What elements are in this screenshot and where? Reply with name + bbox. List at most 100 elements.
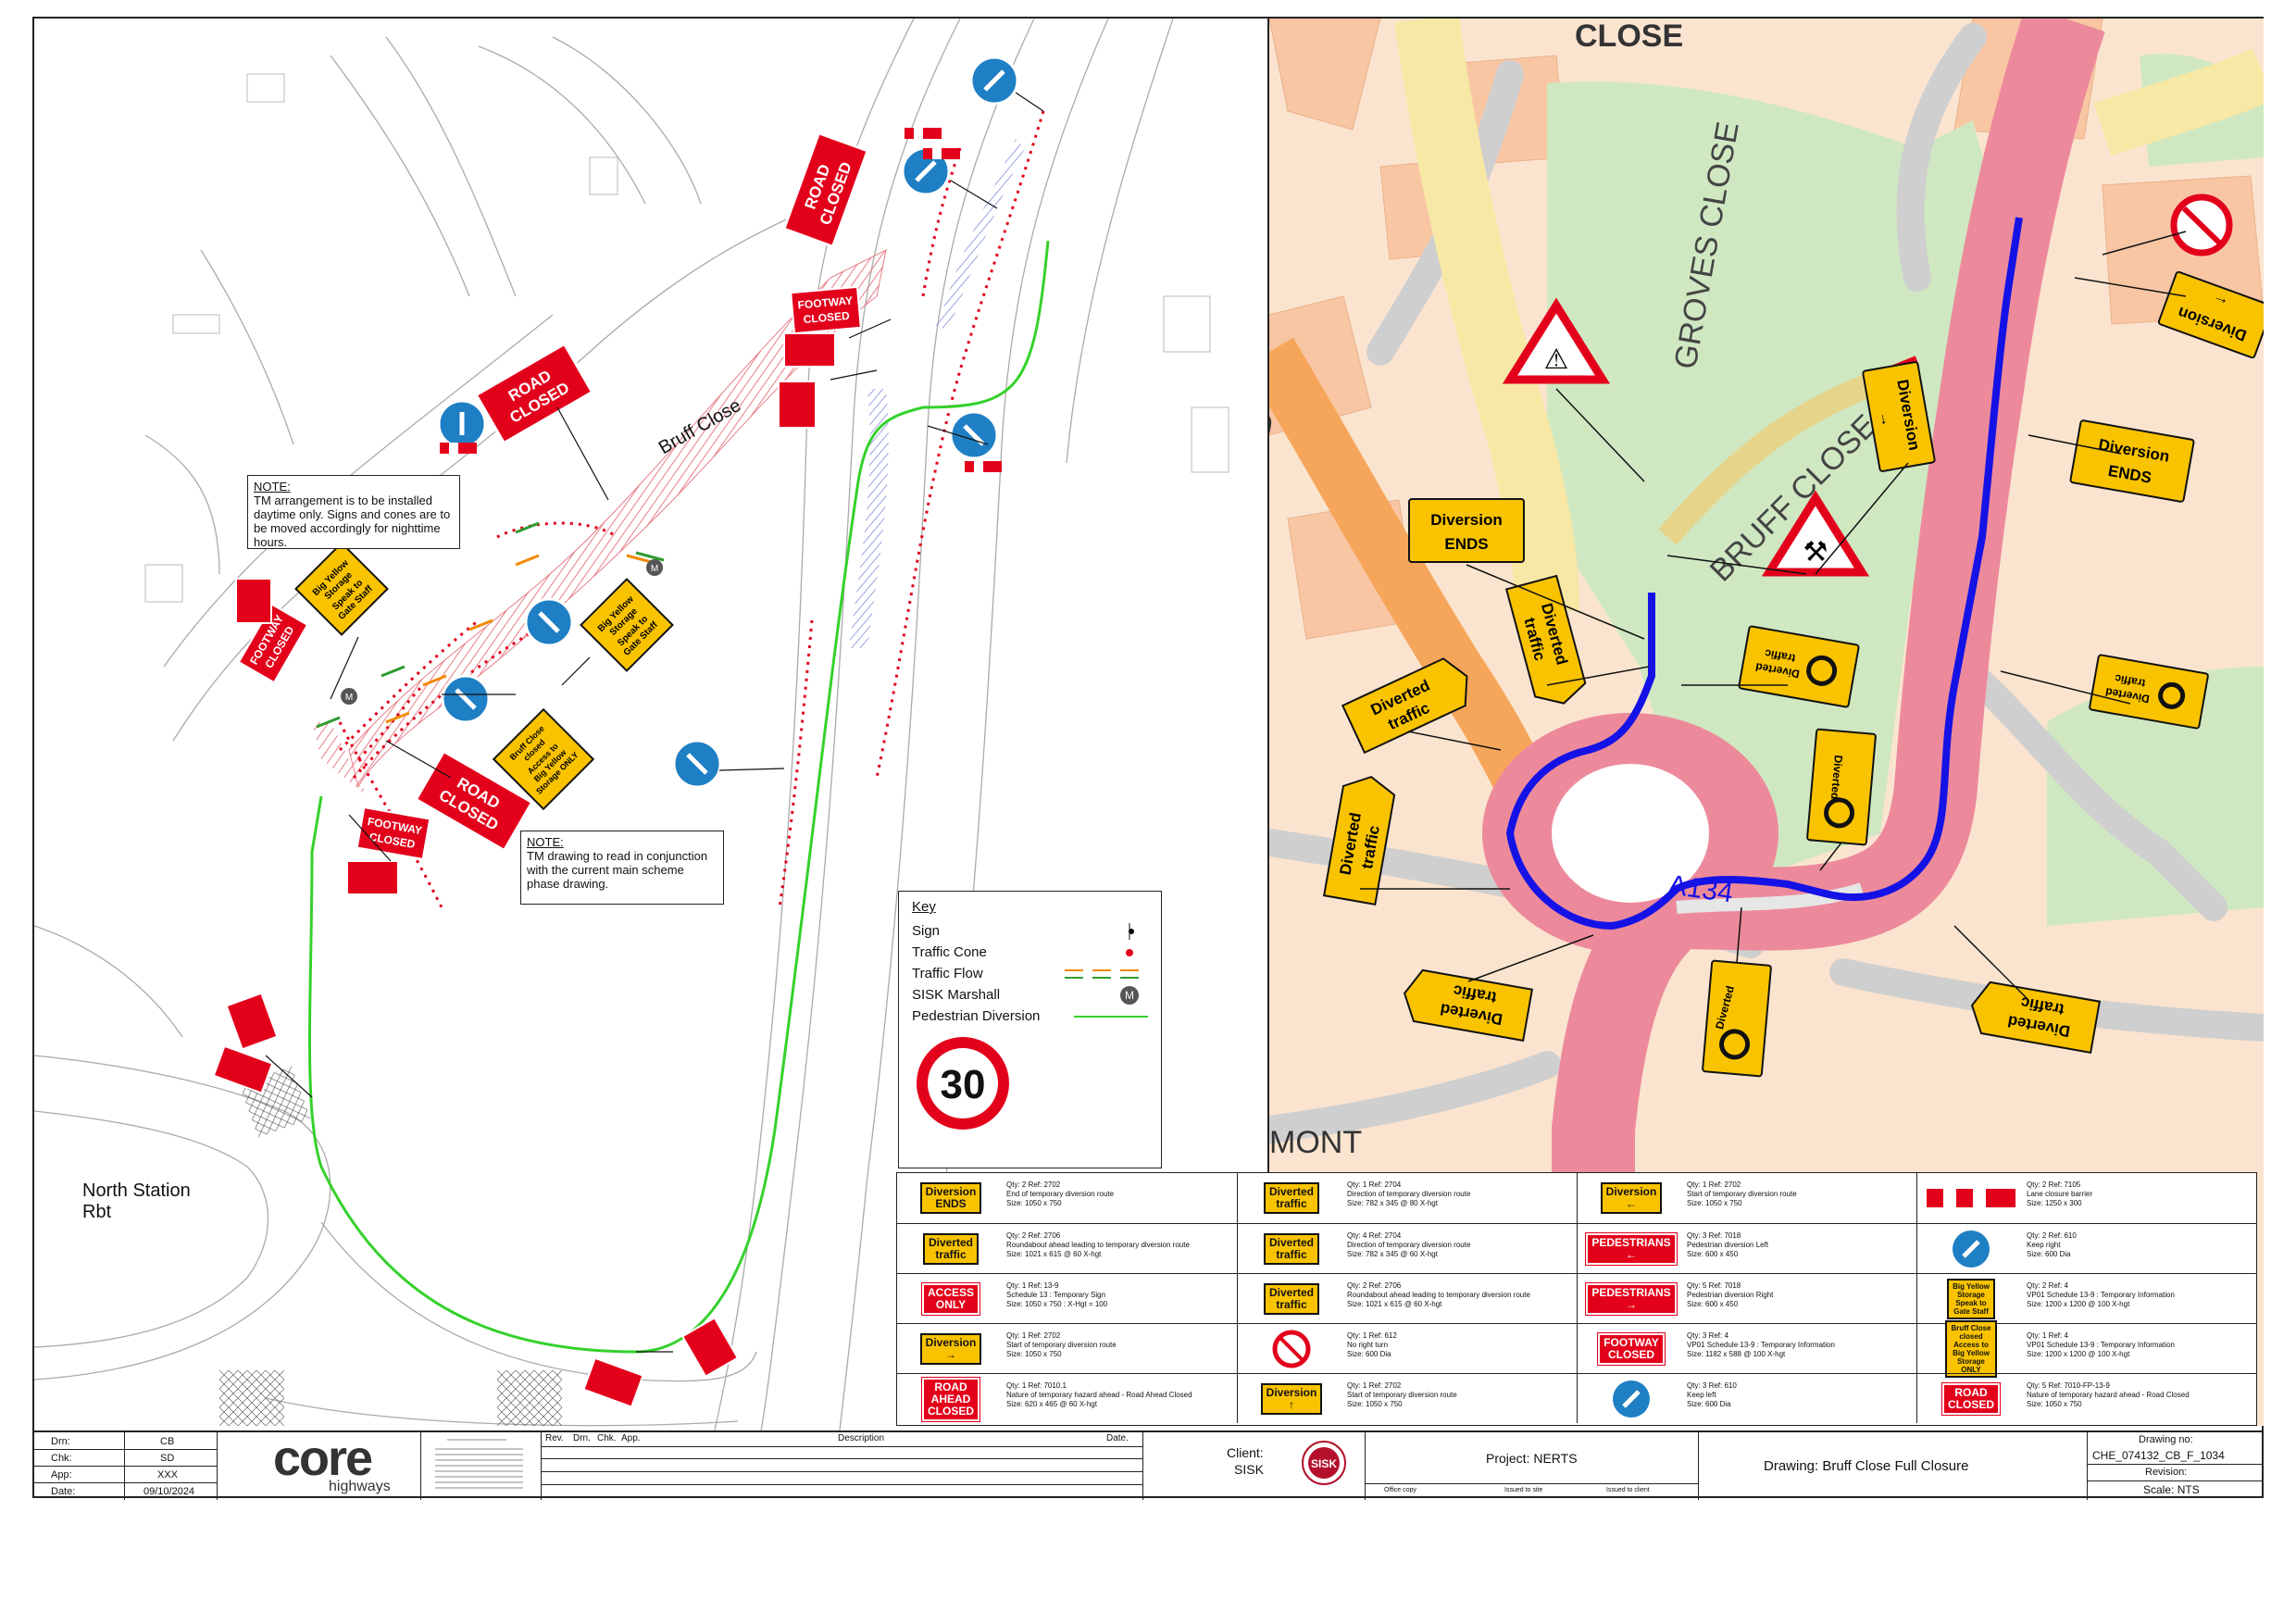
warning-triangle-sign: ⚠ ⚒ bbox=[1502, 297, 1870, 577]
svg-text:M: M bbox=[651, 564, 658, 574]
speed-limit-30-sign: 30 bbox=[917, 1037, 1009, 1130]
svg-text:←: ← bbox=[2210, 292, 2230, 314]
roundabout-diverted-sign: Diverted bbox=[1806, 728, 1877, 846]
note-daytime: NOTE: TM arrangement is to be installed … bbox=[247, 475, 460, 549]
svg-text:M: M bbox=[1125, 989, 1134, 1002]
legend-sign-icon bbox=[1587, 1380, 1676, 1418]
legend-description: Qty: 1 Ref: 612 No right turn Size: 600 … bbox=[1347, 1331, 1397, 1358]
legend-description: Qty: 1 Ref: 13-9 Schedule 13 : Temporary… bbox=[1006, 1281, 1108, 1308]
legend-description: Qty: 1 Ref: 2702 Start of temporary dive… bbox=[1006, 1331, 1117, 1358]
legend-sign-icon: PEDESTRIANS ← bbox=[1585, 1230, 1678, 1268]
legend-sign-icon: Diversion → bbox=[906, 1330, 995, 1368]
big-yellow-storage-sign: Big Yellow Storage Speak to Gate Staff bbox=[580, 578, 674, 672]
legend-description: Qty: 2 Ref: 2702 End of temporary divers… bbox=[1006, 1181, 1115, 1207]
title-block: Drn: Chk: App: Date: CB SD XXX 09/10/202… bbox=[32, 1430, 2264, 1500]
legend-entry: PEDESTRIANS ← Qty: 3 Ref: 7018 Pedestrian… bbox=[1577, 1223, 1916, 1273]
tb-values: CB SD XXX 09/10/2024 bbox=[125, 1432, 218, 1500]
legend-description: Qty: 1 Ref: 2704 Direction of temporary … bbox=[1347, 1181, 1471, 1207]
legend-description: Qty: 1 Ref: 2702 Start of temporary dive… bbox=[1347, 1381, 1457, 1408]
svg-text:D: D bbox=[1269, 408, 1280, 437]
svg-text:traffic: traffic bbox=[1764, 646, 1797, 665]
svg-text:ENDS: ENDS bbox=[1444, 535, 1488, 553]
legend-sign-icon: Diverted traffic bbox=[1247, 1179, 1336, 1218]
project-block: Project: NERTS Office copy Issued to sit… bbox=[1366, 1432, 1699, 1500]
legend-entry: PEDESTRIANS → Qty: 5 Ref: 7018 Pedestrian… bbox=[1577, 1273, 1916, 1323]
legend-description: Qty: 1 Ref: 7010.1 Nature of temporary h… bbox=[1006, 1381, 1192, 1408]
legend-entry: Diverted traffic Qty: 4 Ref: 2704 Directi… bbox=[1237, 1223, 1577, 1273]
svg-text:SISK: SISK bbox=[1311, 1457, 1337, 1470]
legend-entry: Bruff Close closed Access to Big Yellow … bbox=[1916, 1320, 2256, 1378]
legend-description: Qty: 2 Ref: 610 Keep right Size: 600 Dia bbox=[2027, 1231, 2077, 1258]
no-right-turn-sign bbox=[2170, 194, 2233, 256]
svg-text:30: 30 bbox=[941, 1062, 986, 1107]
svg-text:MONT: MONT bbox=[1269, 1125, 1362, 1160]
svg-text:⚒: ⚒ bbox=[1803, 537, 1828, 568]
legend-description: Qty: 5 Ref: 7010-FP-13-9 Nature of tempo… bbox=[2027, 1381, 2190, 1408]
diversion-ends-sign: Diversion ENDS bbox=[2069, 419, 2195, 503]
legend-description: Qty: 4 Ref: 2704 Direction of temporary … bbox=[1347, 1231, 1471, 1258]
legend-entry: Diversion ENDS Qty: 2 Ref: 2702 End of te… bbox=[897, 1173, 1237, 1223]
key-sign: Sign bbox=[912, 920, 1148, 942]
legend-entry: Qty: 2 Ref: 610 Keep right Size: 600 Dia bbox=[1916, 1223, 2256, 1273]
drawing-title-block: Drawing: Bruff Close Full Closure bbox=[1699, 1432, 2088, 1500]
diversion-sign: Diversion → bbox=[1862, 361, 1936, 472]
legend-description: Qty: 1 Ref: 4 VP01 Schedule 13-9 : Tempo… bbox=[2027, 1331, 2175, 1358]
legend-entry: Big Yellow Storage Speak to Gate Staff Qt… bbox=[1916, 1273, 2256, 1323]
svg-text:CLOSE: CLOSE bbox=[1575, 19, 1683, 54]
revision-table: Rev. Drn. Chk. App. Description Date. bbox=[542, 1432, 1143, 1500]
sign-schedule-table: Diversion ENDS Qty: 2 Ref: 2702 End of te… bbox=[896, 1172, 2257, 1426]
svg-text:M: M bbox=[345, 693, 353, 703]
fine-print-notes bbox=[421, 1432, 542, 1500]
legend-entry: Qty: 2 Ref: 7105 Lane closure barrier Si… bbox=[1916, 1173, 2256, 1223]
legend-sign-icon: ROAD AHEAD CLOSED bbox=[906, 1376, 995, 1422]
legend-entry: ROAD AHEAD CLOSED Qty: 1 Ref: 7010.1 Natu… bbox=[897, 1373, 1237, 1423]
legend-entry: Diversion ← Qty: 1 Ref: 2702 Start of tem… bbox=[1577, 1173, 1916, 1223]
key-flow: Traffic Flow bbox=[912, 966, 1139, 981]
legend-entry: Qty: 1 Ref: 612 No right turn Size: 600 … bbox=[1237, 1323, 1577, 1373]
footway-closed-sign: FOOTWAY CLOSED bbox=[790, 285, 862, 335]
legend-sign-icon bbox=[1927, 1179, 2015, 1218]
legend-sign-icon: Big Yellow Storage Speak to Gate Staff bbox=[1927, 1279, 2015, 1319]
big-yellow-storage-sign: Big Yellow Storage Speak to Gate Staff bbox=[294, 542, 389, 636]
legend-sign-icon: Diversion ← bbox=[1587, 1179, 1676, 1218]
legend-sign-icon: PEDESTRIANS → bbox=[1585, 1280, 1678, 1318]
core-highways-logo: core highways bbox=[218, 1432, 421, 1500]
note-main-scheme: NOTE: TM drawing to read in conjunction … bbox=[520, 831, 724, 905]
legend-description: Qty: 1 Ref: 2702 Start of temporary dive… bbox=[1687, 1181, 1797, 1207]
tb-labels: Drn: Chk: App: Date: bbox=[32, 1432, 125, 1500]
legend-description: Qty: 3 Ref: 7018 Pedestrian diversion Le… bbox=[1687, 1231, 1769, 1258]
legend-description: Qty: 3 Ref: 4 VP01 Schedule 13-9 : Tempo… bbox=[1687, 1331, 1835, 1358]
key-cone: Traffic Cone bbox=[912, 942, 1148, 963]
legend-description: Qty: 2 Ref: 2706 Roundabout ahead leadin… bbox=[1347, 1281, 1530, 1308]
legend-sign-icon: ROAD CLOSED bbox=[1927, 1380, 2015, 1418]
legend-entry: FOOTWAY CLOSED Qty: 3 Ref: 4 VP01 Schedul… bbox=[1577, 1323, 1916, 1373]
legend-sign-icon: Diverted traffic bbox=[1247, 1230, 1336, 1268]
svg-text:Diversion: Diversion bbox=[1430, 511, 1502, 529]
legend-description: Qty: 2 Ref: 4 VP01 Schedule 13-9 : Tempo… bbox=[2027, 1281, 2175, 1308]
key-panel: Key Sign Traffic Cone Traffic Flow SISK … bbox=[898, 891, 1162, 1168]
legend-sign-icon: ACCESS ONLY bbox=[906, 1280, 995, 1318]
sisk-logo: SISK bbox=[1302, 1441, 1346, 1485]
drawing-number-block: Drawing no: CHE_074132_CB_F_1034 Revisio… bbox=[2088, 1432, 2264, 1500]
legend-entry: Diverted traffic Qty: 1 Ref: 2704 Directi… bbox=[1237, 1173, 1577, 1223]
legend-sign-icon: FOOTWAY CLOSED bbox=[1587, 1330, 1676, 1368]
roundabout-diverted-sign: Diverted bbox=[1702, 959, 1772, 1078]
legend-sign-icon bbox=[1247, 1330, 1336, 1368]
key-ped-diversion: Pedestrian Diversion bbox=[912, 1008, 1148, 1024]
road-closed-sign: ROAD CLOSED bbox=[474, 342, 594, 445]
legend-sign-icon: Diversion ENDS bbox=[906, 1179, 995, 1218]
north-station-label: North Station Rbt bbox=[82, 1181, 191, 1222]
diversion-ends-sign: Diversion ENDS bbox=[1408, 498, 1525, 563]
legend-sign-icon: Diversion ↑ bbox=[1247, 1380, 1336, 1418]
legend-description: Qty: 2 Ref: 2706 Roundabout ahead leadin… bbox=[1006, 1231, 1190, 1258]
svg-text:traffic: traffic bbox=[2114, 671, 2147, 690]
legend-entry: Qty: 3 Ref: 610 Keep left Size: 600 Dia bbox=[1577, 1373, 1916, 1423]
legend-sign-icon: Bruff Close closed Access to Big Yellow … bbox=[1927, 1320, 2015, 1378]
legend-description: Qty: 5 Ref: 7018 Pedestrian diversion Ri… bbox=[1687, 1281, 1774, 1308]
